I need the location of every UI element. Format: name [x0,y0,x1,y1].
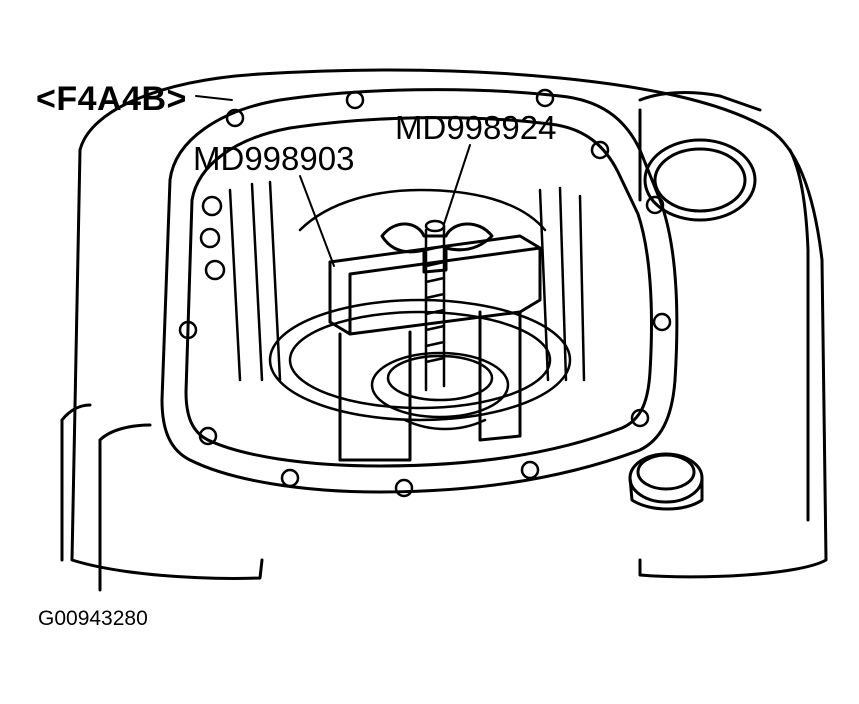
case-flange [160,88,679,494]
tool-label-md998924: MD998924 [395,109,557,146]
puller-screw [424,219,446,392]
tool-label-md998903: MD998903 [193,140,355,177]
wing-nut [380,222,494,274]
figure-id: G00943280 [38,607,148,630]
internal-gears [228,180,586,422]
transmission-housing [60,68,828,592]
bearing [370,351,510,431]
bolt-holes [178,88,672,498]
bearing-bore [643,138,757,222]
puller-tool-frame [328,234,542,462]
model-label: <F4A4B> [36,80,187,118]
leader-lines [195,95,471,267]
drain-plug [628,452,704,511]
